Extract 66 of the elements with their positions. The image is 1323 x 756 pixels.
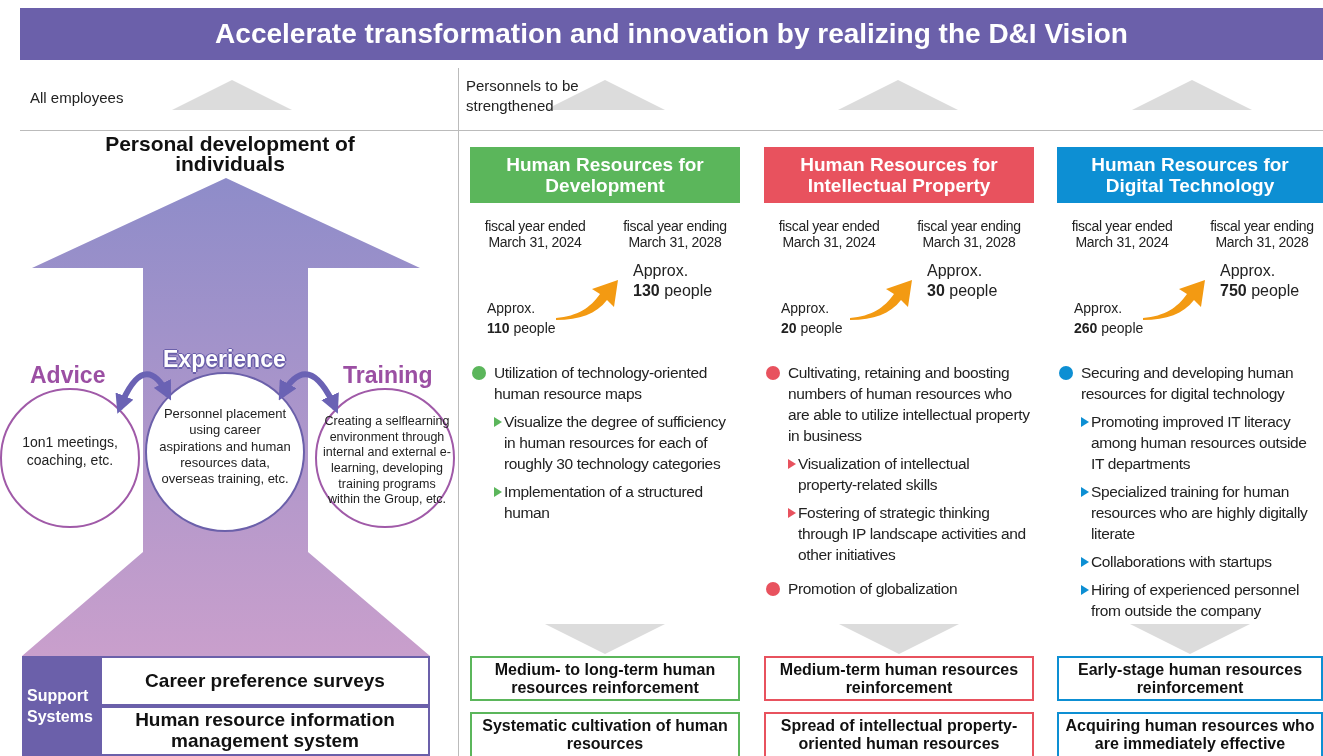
bullet-text: Visualization of intellectual property-related skills <box>798 454 971 495</box>
outlined-box <box>764 656 1034 701</box>
outlined-box <box>470 712 740 756</box>
box-text: Medium- to long-term human resources reinforcement <box>493 660 717 697</box>
header-text: Human Resources for Intellectual Property <box>799 154 999 196</box>
support-band <box>22 656 100 756</box>
category-header <box>764 147 1034 203</box>
approx-label: Approx. <box>487 300 536 317</box>
outlined-box <box>100 656 430 706</box>
bullet-text: Securing and developing human resources for digital technology <box>1081 363 1295 404</box>
box-text: Early-stage human resources reinforcement <box>1076 660 1304 697</box>
box-text: Spread of intellectual property-oriented human resources <box>779 717 1019 753</box>
approx-label: Approx. <box>633 262 689 281</box>
bullet-text: Hiring of experienced personnel from outside the company <box>1091 580 1300 621</box>
circle-heading: Advice <box>30 362 106 388</box>
year-label: fiscal year ended March 31, 2024 <box>1070 218 1174 250</box>
approx-label: Approx. <box>1074 300 1123 317</box>
year-label: fiscal year ended March 31, 2024 <box>777 218 881 250</box>
box-text: Systematic cultivation of human resources <box>481 717 729 753</box>
box-text: Acquiring human resources who are immediately effective <box>1064 717 1316 753</box>
header-text: Human Resources for Development <box>505 154 705 196</box>
outlined-box <box>764 712 1034 756</box>
approx-label: Approx. <box>1220 262 1276 281</box>
category-header <box>470 147 740 203</box>
bullet-text: Cultivating, retaining and boosting numbers of human resources who are able to utilize intellectual property in business <box>788 363 1031 446</box>
bullet-text: Utilization of technology-oriented human resource maps <box>494 363 708 404</box>
circle-text: Personnel placement using career aspirations and human resources data, overseas training, etc. <box>158 406 292 488</box>
bullet-text: Specialized training for human resources who are highly digitally literate <box>1091 482 1309 544</box>
current-count: 260 people <box>1074 320 1144 337</box>
cycle-arrow <box>116 371 172 414</box>
outlined-box <box>470 656 740 701</box>
current-count: 20 people <box>781 320 843 337</box>
bullet-text: Collaborations with startups <box>1091 552 1272 572</box>
approx-label: Approx. <box>781 300 830 317</box>
group-label: Personnels to be strengthened <box>466 76 580 116</box>
target-count: 130 people <box>633 282 713 301</box>
outlined-box <box>1057 656 1323 701</box>
circle-heading: Training <box>343 362 433 388</box>
year-label: fiscal year ending March 31, 2028 <box>622 218 728 250</box>
title-banner: Accelerate transformation and innovation by realizing the D&I Vision <box>20 8 1323 60</box>
box-text: Medium-term human resources reinforcement <box>778 660 1020 697</box>
outlined-box <box>1057 712 1323 756</box>
cycle-arrow <box>278 371 339 414</box>
target-count: 30 people <box>927 282 998 301</box>
bullet-text: Implementation of a structured human <box>504 482 704 523</box>
current-count: 110 people <box>487 320 556 337</box>
box-text: Career preference surveys <box>145 670 385 692</box>
band-label: Support Systems <box>26 686 94 727</box>
circle-heading: Experience <box>163 346 286 372</box>
target-count: 750 people <box>1220 282 1300 301</box>
bullet-text: Promotion of globalization <box>788 579 958 599</box>
header-text: Human Resources for Digital Technology <box>1090 154 1290 196</box>
outlined-box <box>100 706 430 756</box>
year-label: fiscal year ending March 31, 2028 <box>916 218 1022 250</box>
bullet-text: Promoting improved IT literacy among human resources outside IT departments <box>1091 412 1308 474</box>
year-label: fiscal year ending March 31, 2028 <box>1209 218 1315 250</box>
circle-node <box>0 362 140 528</box>
arrow-heading: Personal development of individuals <box>104 134 356 174</box>
circle-text: 1on1 meetings, coaching, etc. <box>21 434 119 469</box>
approx-label: Approx. <box>927 262 983 281</box>
group-label: All employees <box>30 88 124 108</box>
box-text: Human resource information management system <box>134 710 396 752</box>
year-label: fiscal year ended March 31, 2024 <box>483 218 587 250</box>
bullet-text: Fostering of strategic thinking through IP landscape activities and other initiatives <box>798 503 1027 565</box>
bullet-text: Visualize the degree of sufficiency in human resources for each of roughly 30 technology categories <box>504 412 727 474</box>
category-header <box>1057 147 1323 203</box>
